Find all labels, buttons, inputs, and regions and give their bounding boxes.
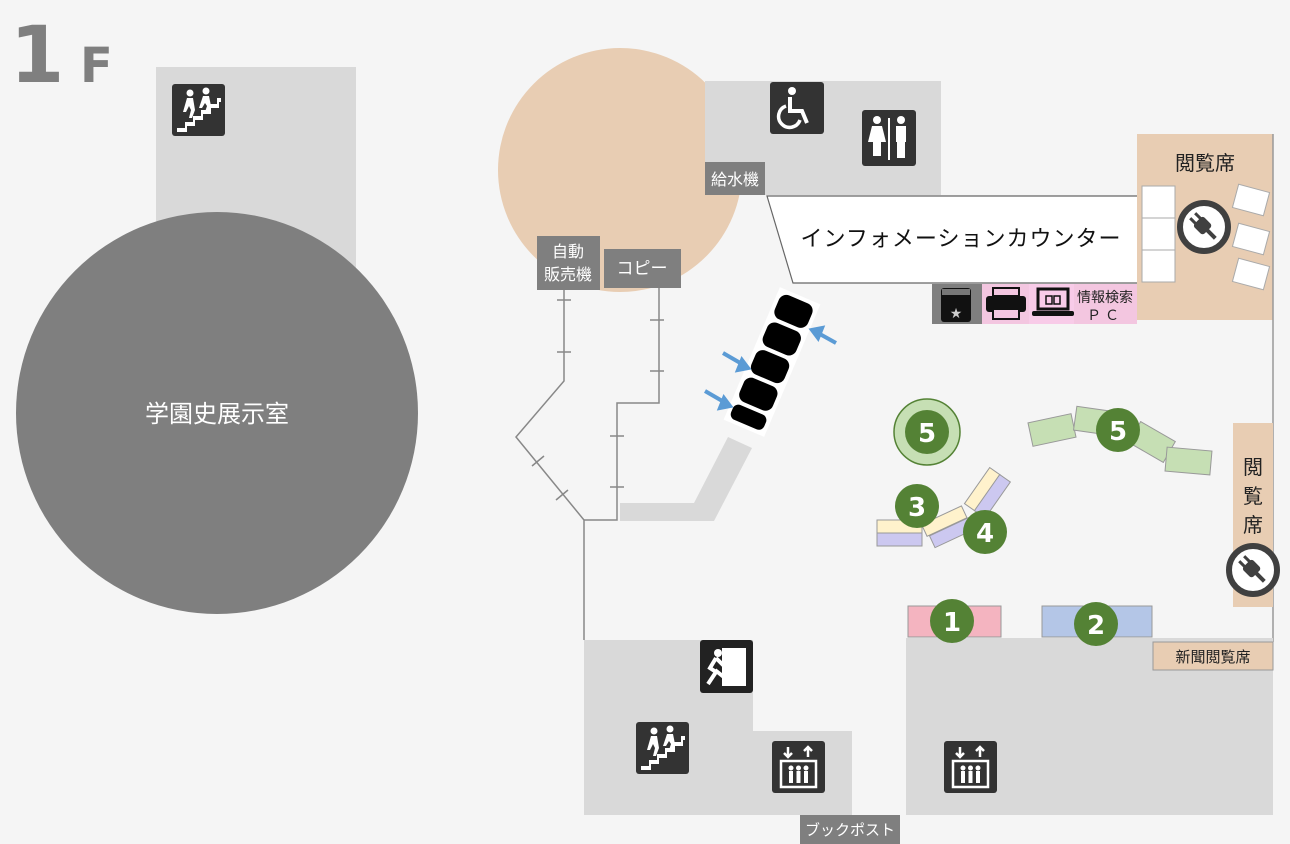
stairs-icon (636, 722, 689, 774)
floor-letter: F (80, 38, 113, 94)
svg-text:5: 5 (1109, 417, 1127, 447)
lounge-area (498, 48, 742, 292)
elevator-icon (770, 739, 827, 795)
book-post[interactable]: ブックポスト (800, 815, 900, 844)
reading-side-label-3: 席 (1243, 513, 1263, 537)
svg-text:3: 3 (908, 493, 926, 523)
seat-marker-5a[interactable]: 5 (905, 410, 949, 454)
svg-text:5: 5 (918, 419, 936, 449)
copy-label: コピー (617, 259, 668, 279)
vending-label-2: 販売機 (544, 265, 592, 284)
svg-text:4: 4 (976, 519, 994, 549)
outlet-icon (1229, 546, 1277, 594)
copy-machine[interactable]: コピー (604, 249, 681, 288)
elevator-icon (942, 739, 999, 795)
svg-text:★: ★ (950, 306, 963, 322)
reading-top-label: 閲覧席 (1175, 151, 1235, 175)
seat-marker-3[interactable]: 3 (895, 484, 939, 528)
water-label: 給水機 (711, 170, 759, 189)
seat-marker-1[interactable]: 1 (930, 599, 974, 643)
svg-text:2: 2 (1087, 611, 1105, 641)
laptop-icon (1032, 287, 1074, 316)
floor-number: 1 (10, 11, 64, 101)
walkway (620, 437, 752, 521)
printer-icon (986, 287, 1026, 320)
history-room-label: 学園史展示室 (145, 400, 289, 428)
information-counter[interactable]: インフォメーションカウンター (766, 195, 1141, 284)
wheelchair-icon (770, 82, 824, 134)
vending-label-1: 自動 (552, 242, 584, 261)
water-fountain[interactable]: 給水機 (705, 162, 765, 195)
stairs-icon (172, 84, 225, 136)
history-room[interactable]: 学園史展示室 (16, 212, 418, 614)
newspaper-label: 新聞閲覧席 (1175, 648, 1250, 666)
exit-icon (700, 640, 753, 693)
info-counter-label: インフォメーションカウンター (801, 227, 1122, 252)
restroom-icon (862, 110, 916, 166)
book-post-label: ブックポスト (805, 821, 895, 839)
vending-machine[interactable]: 自動 販売機 (537, 236, 600, 290)
outlet-icon (1180, 203, 1228, 251)
newspaper-area[interactable]: 新聞閲覧席 (1152, 641, 1274, 671)
entry-arrows (703, 325, 837, 411)
entrance-gates (723, 287, 821, 437)
reading-side-label-2: 覧 (1243, 484, 1263, 508)
seat-marker-5b[interactable]: 5 (1096, 408, 1140, 452)
svg-text:1: 1 (943, 608, 961, 638)
book-star-icon: ★ (941, 288, 971, 322)
search-pc-label-1: 情報検索 (1077, 289, 1133, 306)
seat-marker-2[interactable]: 2 (1074, 602, 1118, 646)
queue-lines (515, 288, 664, 640)
reading-side-label-1: 閲 (1243, 455, 1263, 479)
search-pc-label-2: ＰＣ (1087, 308, 1123, 324)
seat-marker-4[interactable]: 4 (963, 510, 1007, 554)
